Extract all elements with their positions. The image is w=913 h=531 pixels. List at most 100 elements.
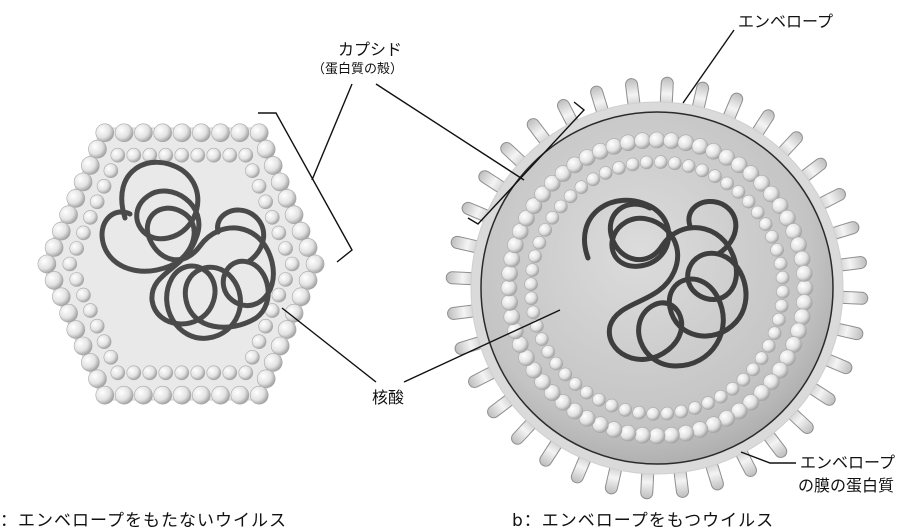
capsid-protein-bead <box>239 366 253 380</box>
capsid-protein-bead <box>52 288 70 306</box>
capsid-protein-bead <box>796 266 812 282</box>
capsid-protein-bead <box>649 428 665 444</box>
capsid-protein-bead <box>272 288 286 302</box>
capsid-protein-bead <box>668 157 681 170</box>
capsid-protein-bead <box>526 264 539 277</box>
capsid-protein-bead <box>747 363 760 376</box>
capsid-protein-bead <box>564 190 577 203</box>
capsid-protein-bead <box>775 299 788 312</box>
capsid-protein-bead <box>682 160 695 173</box>
capsid-protein-bead <box>533 236 546 249</box>
capsid-protein-bead <box>252 335 266 349</box>
capsid-protein-bead <box>292 222 310 240</box>
capsid-protein-bead <box>250 386 268 404</box>
capsid-protein-bead <box>67 189 85 207</box>
virus-b-enveloped <box>446 77 868 499</box>
capsid-protein-bead <box>212 386 230 404</box>
capsid-protein-bead <box>721 177 734 190</box>
capsid-protein-bead <box>173 124 191 142</box>
capsid-protein-bead <box>175 148 189 162</box>
capsid-protein-bead <box>525 278 538 291</box>
capsid-protein-bead <box>285 206 303 224</box>
capsid-protein-bead <box>751 206 764 219</box>
capsid-protein-bead <box>539 224 552 237</box>
capsid-protein-bead <box>529 250 542 263</box>
capsid-protein-bead <box>550 357 563 370</box>
envelope-protein-label-line1: エンベロープ <box>800 449 895 473</box>
capsid-protein-bead <box>115 386 133 404</box>
capsid-protein-bead <box>231 386 249 404</box>
capsid-protein-bead <box>67 321 85 339</box>
capsid-protein-bead <box>127 366 141 380</box>
capsid-protein-bead <box>285 257 299 271</box>
capsid-protein-bead <box>264 353 282 371</box>
capsid-protein-bead <box>797 280 813 296</box>
capsid-protein-bead <box>134 386 152 404</box>
capsid-protein-bead <box>796 295 812 311</box>
capsid-protein-bead <box>664 427 680 443</box>
capsid-protein-bead <box>794 309 810 325</box>
capsid-protein-bead <box>45 271 63 289</box>
capsid-protein-bead <box>259 319 273 333</box>
capsid-protein-bead <box>776 271 789 284</box>
capsid-protein-bead <box>759 218 772 231</box>
capsid-protein-bead <box>60 206 78 224</box>
capsid-protein-bead <box>127 148 141 162</box>
capsid-protein-bead <box>580 386 593 399</box>
capsid-protein-bead <box>306 255 324 273</box>
capsid-protein-bead <box>620 135 636 151</box>
capsid-protein-bead <box>606 138 622 154</box>
capsid-protein-bead <box>89 370 107 388</box>
capsid-protein-bead <box>223 366 237 380</box>
capsid-protein-bead <box>692 422 708 438</box>
capsid-protein-bead <box>212 124 230 142</box>
capsid-protein-bead <box>111 148 125 162</box>
capsid-protein-bead <box>52 222 70 240</box>
capsid-protein-bead <box>640 156 653 169</box>
capsid-protein-bead <box>89 140 107 158</box>
capsid-protein-bead <box>239 148 253 162</box>
capsid-protein-bead <box>664 133 680 149</box>
capsid-protein-bead <box>678 135 694 151</box>
capsid-protein-bead <box>649 132 665 148</box>
capsid-protein-bead <box>271 173 289 191</box>
capsid-protein-bead <box>502 266 518 282</box>
capsid-leader-a <box>312 84 352 180</box>
capsid-protein-bead <box>245 350 259 364</box>
capsid-protein-bead <box>678 425 694 441</box>
capsid-protein-bead <box>726 382 739 395</box>
capsid-protein-bead <box>265 210 279 224</box>
capsid-protein-bead <box>83 304 97 318</box>
capsid-protein-bead <box>635 133 651 149</box>
capsid-protein-bead <box>737 373 750 386</box>
capsid-protein-bead <box>647 407 660 420</box>
capsid-protein-bead <box>569 378 582 391</box>
capsid-protein-bead <box>97 179 111 193</box>
capsid-protein-bead <box>776 285 789 298</box>
capsid-protein-bead <box>635 427 651 443</box>
capsid-leader-b <box>376 84 524 180</box>
capsid-protein-bead <box>96 386 114 404</box>
capsid-protein-bead <box>70 273 84 287</box>
nucleic-acid-leader-a <box>282 308 376 382</box>
capsid-protein-bead <box>702 397 715 410</box>
capsid-protein-bead <box>245 164 259 178</box>
capsid-protein-bead <box>111 366 125 380</box>
caption-b: b：エンベロープをもつウイルス <box>512 506 774 531</box>
capsid-protein-bead <box>709 170 722 183</box>
capsid-protein-bead <box>605 399 618 412</box>
capsid-protein-bead <box>252 179 266 193</box>
capsid-protein-bead <box>292 288 310 306</box>
capsid-protein-bead <box>613 161 626 174</box>
capsid-protein-bead <box>762 340 775 353</box>
capsid-protein-bead <box>81 353 99 371</box>
envelope-leader <box>683 30 734 103</box>
capsid-protein-bead <box>81 157 99 175</box>
capsid-protein-bead <box>272 226 286 240</box>
capsid-protein-bead <box>626 158 639 171</box>
capsid-protein-bead <box>278 189 296 207</box>
capsid-protein-bead <box>154 124 172 142</box>
capsid-protein-bead <box>90 195 104 209</box>
capsid-protein-bead <box>768 327 781 340</box>
